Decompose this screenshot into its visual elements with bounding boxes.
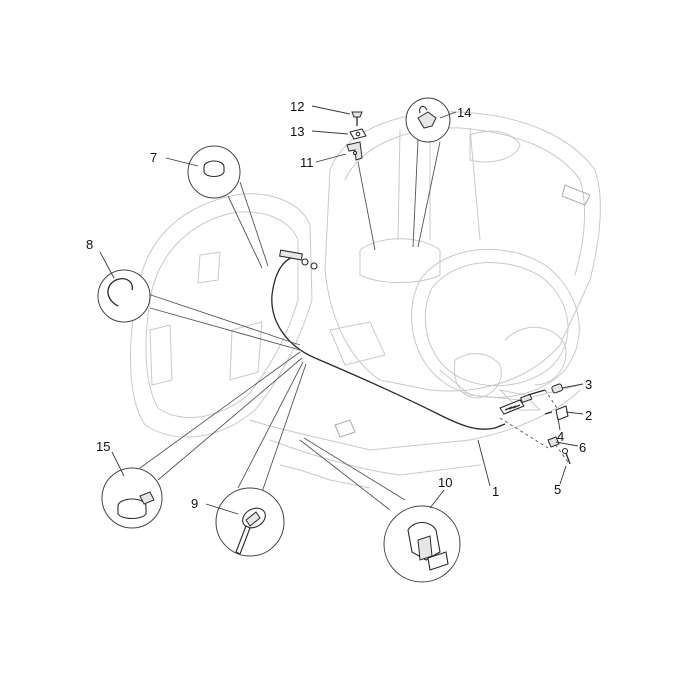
- zoom-rays: [139, 139, 441, 511]
- detail-circle-8: [97, 269, 151, 323]
- callout-7: 7: [150, 150, 157, 165]
- detail-circle-10: [383, 505, 461, 583]
- part-11-bracket: [346, 141, 363, 161]
- callout-6: 6: [579, 440, 586, 455]
- part-3-sleeve: [551, 383, 564, 394]
- detail-circle-14: [405, 97, 451, 143]
- callout-3: 3: [585, 377, 592, 392]
- callout-10: 10: [438, 475, 452, 490]
- callout-14: 14: [457, 105, 471, 120]
- callout-5: 5: [554, 482, 561, 497]
- part-2-plate: [555, 405, 569, 421]
- detail-circle-15: [101, 467, 163, 529]
- callout-1: 1: [492, 484, 499, 499]
- top-bracket-parts: [346, 111, 367, 161]
- cable-assembly: [271, 249, 546, 430]
- hardware-cluster: [499, 383, 571, 465]
- detail-circle-9: [215, 487, 285, 557]
- callout-15: 15: [96, 439, 110, 454]
- part-6-nut: [547, 436, 560, 448]
- callout-11: 11: [300, 155, 314, 170]
- part-5-screw: [561, 447, 569, 455]
- callout-2: 2: [585, 408, 592, 423]
- callout-labels: 12 13 11 14 7 8 15 9 10 1 3 2 4 6 5: [86, 99, 592, 511]
- callout-8: 8: [86, 237, 93, 252]
- detail-circle-7: [187, 145, 241, 199]
- callout-4: 4: [557, 429, 564, 444]
- leader-lines: [99, 105, 584, 515]
- callout-9: 9: [191, 496, 198, 511]
- callout-13: 13: [290, 124, 304, 139]
- part-12-screw: [351, 111, 363, 118]
- callout-12: 12: [290, 99, 304, 114]
